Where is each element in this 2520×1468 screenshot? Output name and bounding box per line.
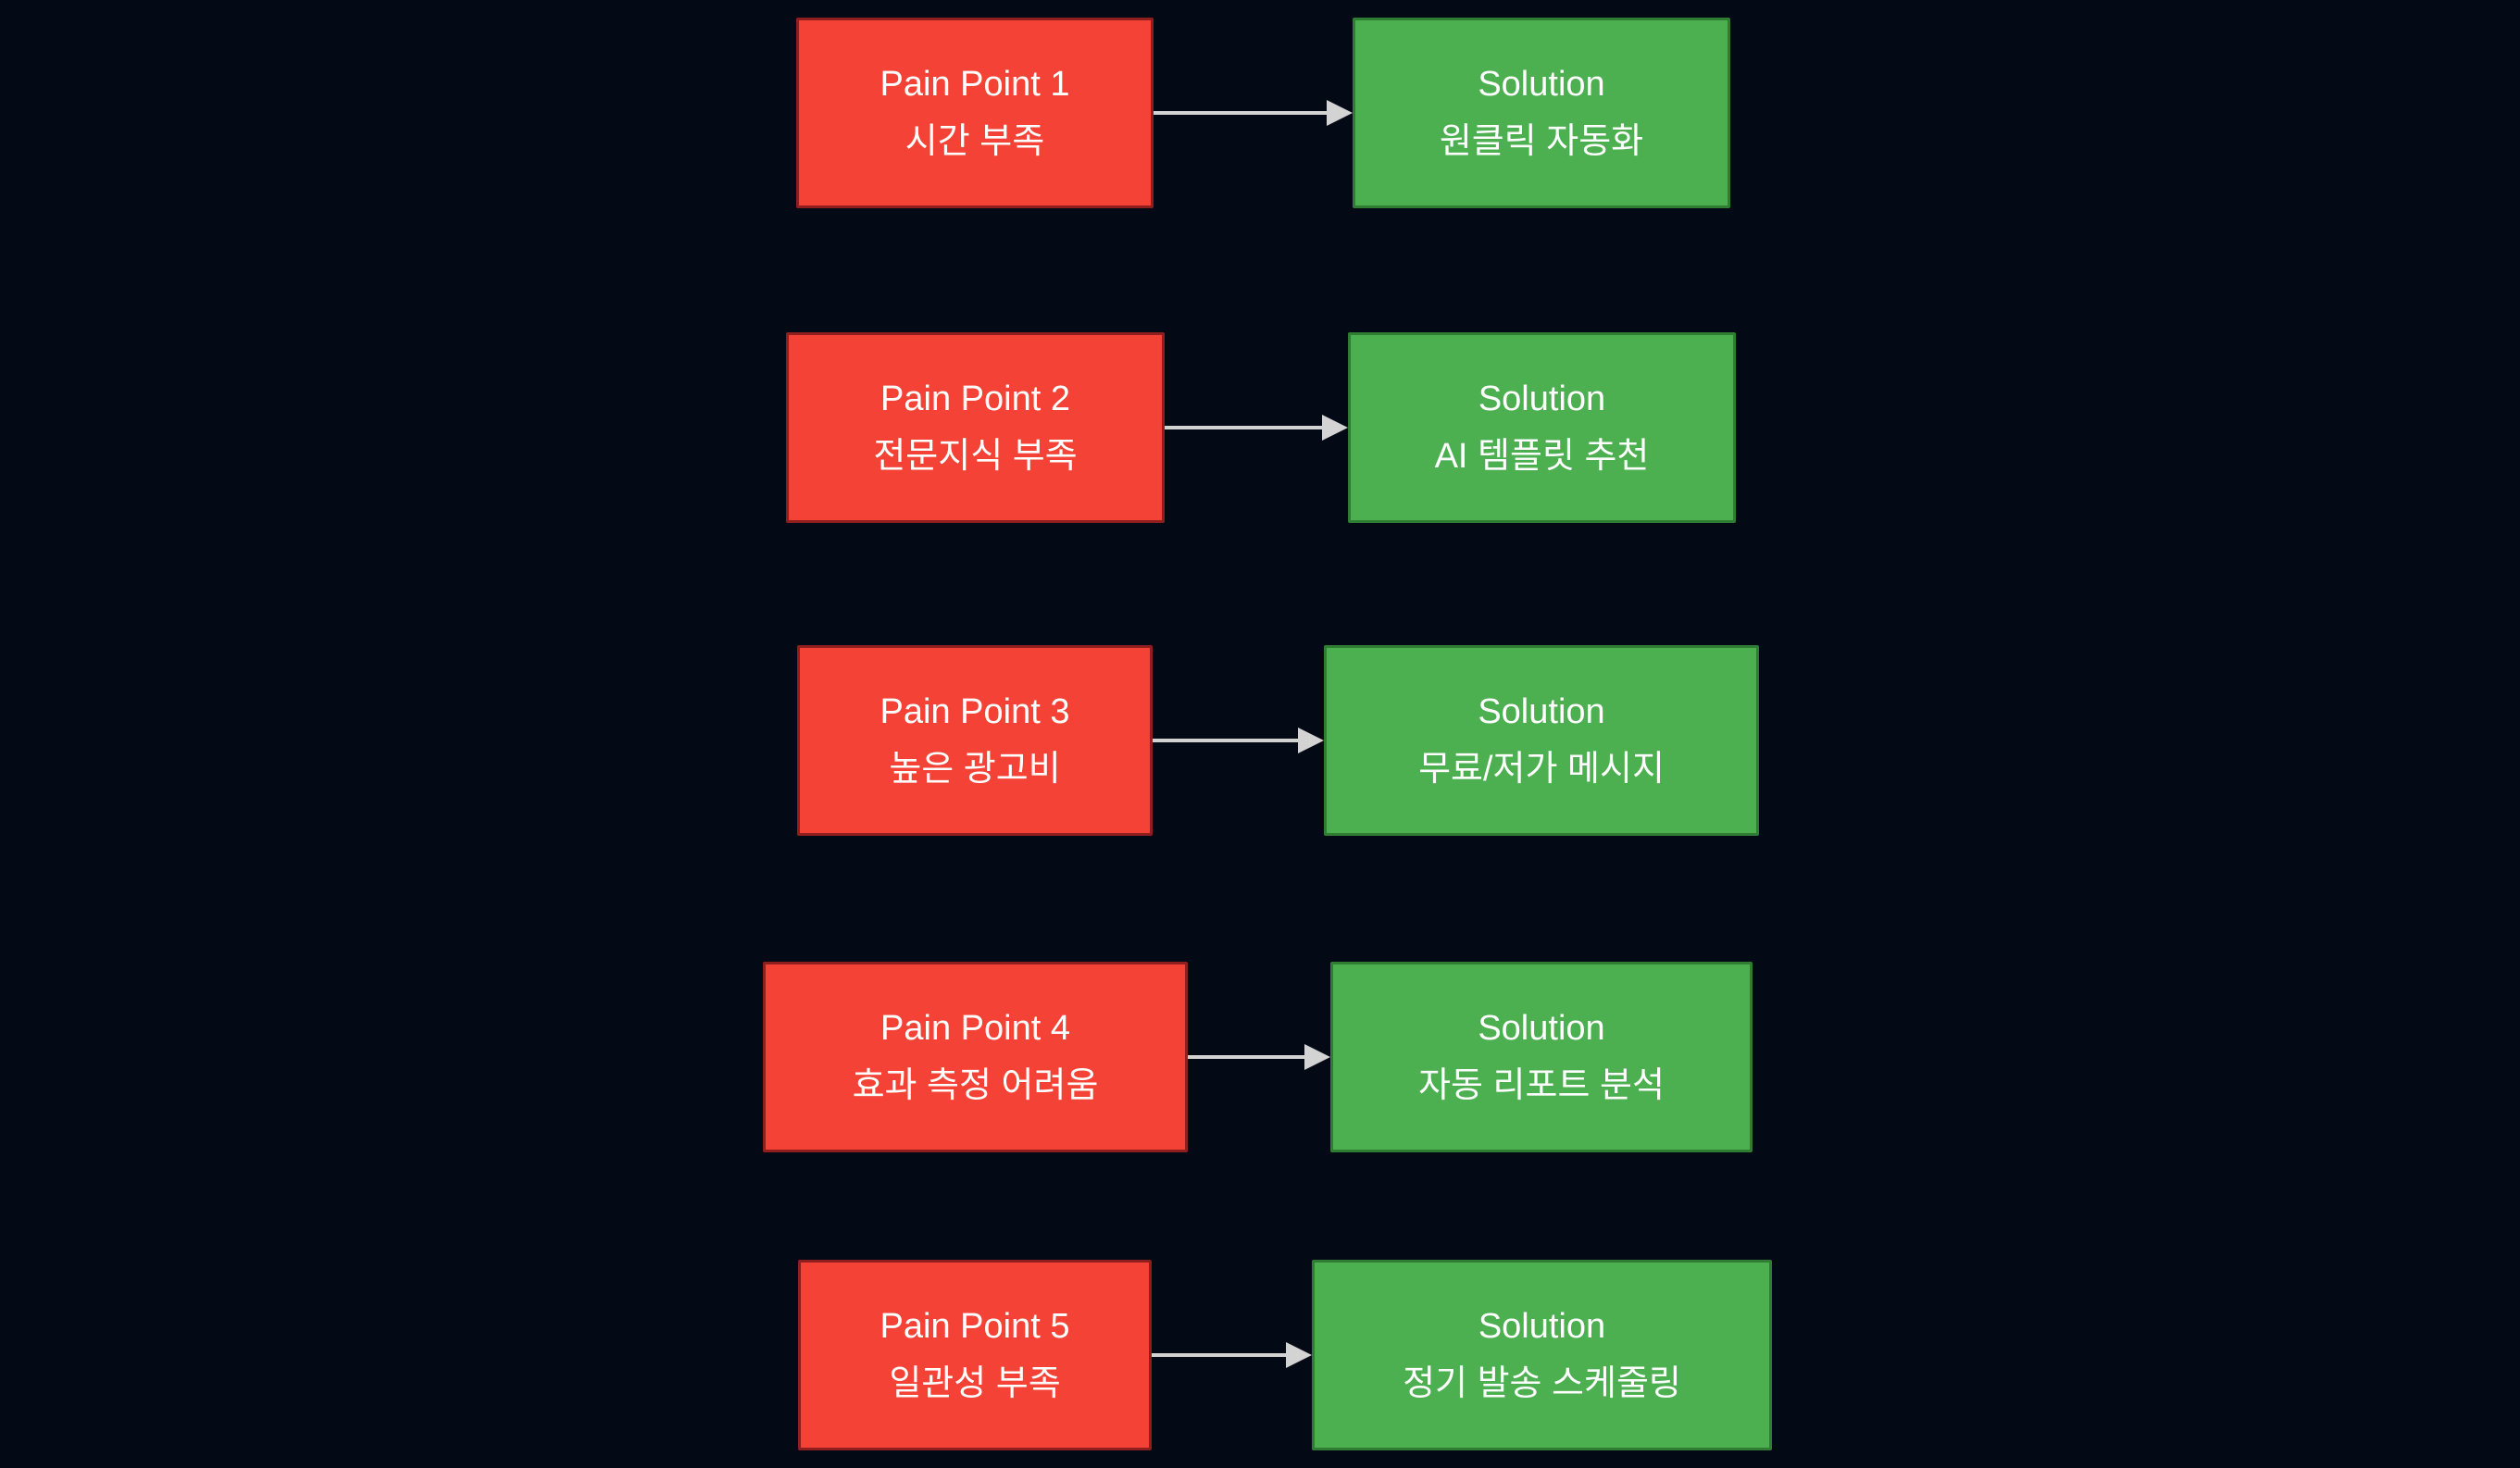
solution-detail: 무료/저가 메시지	[1418, 750, 1665, 789]
arrowhead-icon	[1327, 100, 1353, 126]
arrow-3	[1153, 728, 1324, 753]
pain-title: Pain Point 2	[880, 379, 1070, 418]
arrow-1	[1154, 100, 1353, 126]
solution-detail: 원클릭 자동화	[1439, 122, 1644, 161]
arrow-line	[1188, 1055, 1304, 1059]
arrow-4	[1188, 1044, 1330, 1070]
arrowhead-icon	[1298, 728, 1324, 753]
arrowhead-icon	[1304, 1044, 1330, 1070]
solution-detail: 자동 리포트 분석	[1418, 1066, 1665, 1105]
arrowhead-icon	[1286, 1342, 1312, 1368]
arrow-line	[1153, 739, 1298, 742]
solution-title: Solution	[1478, 692, 1605, 731]
solution-detail: AI 템플릿 추천	[1434, 437, 1650, 476]
pain-title: Pain Point 3	[880, 692, 1070, 731]
solution-box-3: Solution 무료/저가 메시지	[1324, 645, 1759, 836]
pain-title: Pain Point 4	[880, 1009, 1070, 1048]
pain-detail: 전문지식 부족	[873, 437, 1078, 476]
pain-detail: 높은 광고비	[889, 750, 1061, 789]
pain-title: Pain Point 5	[880, 1307, 1070, 1346]
pain-box-3: Pain Point 3 높은 광고비	[797, 645, 1153, 836]
pain-box-2: Pain Point 2 전문지식 부족	[786, 332, 1165, 523]
arrowhead-icon	[1322, 415, 1348, 441]
arrow-2	[1165, 415, 1348, 441]
pain-detail: 시간 부족	[904, 122, 1045, 161]
solution-title: Solution	[1478, 1009, 1605, 1048]
solution-box-1: Solution 원클릭 자동화	[1353, 18, 1730, 208]
arrow-line	[1165, 426, 1322, 429]
solution-box-4: Solution 자동 리포트 분석	[1330, 962, 1753, 1152]
arrow-line	[1152, 1353, 1286, 1357]
solution-title: Solution	[1478, 1307, 1606, 1346]
arrow-line	[1154, 111, 1327, 115]
solution-title: Solution	[1478, 65, 1605, 104]
solution-detail: 정기 발송 스케줄링	[1403, 1364, 1681, 1403]
arrow-5	[1152, 1342, 1312, 1368]
pain-title: Pain Point 1	[880, 65, 1070, 104]
solution-box-5: Solution 정기 발송 스케줄링	[1312, 1260, 1772, 1450]
pain-detail: 일관성 부족	[889, 1364, 1061, 1403]
solution-title: Solution	[1478, 379, 1606, 418]
pain-box-5: Pain Point 5 일관성 부족	[798, 1260, 1152, 1450]
solution-box-2: Solution AI 템플릿 추천	[1348, 332, 1736, 523]
pain-box-1: Pain Point 1 시간 부족	[796, 18, 1154, 208]
pain-box-4: Pain Point 4 효과 측정 어려움	[763, 962, 1188, 1152]
pain-detail: 효과 측정 어려움	[852, 1066, 1099, 1105]
